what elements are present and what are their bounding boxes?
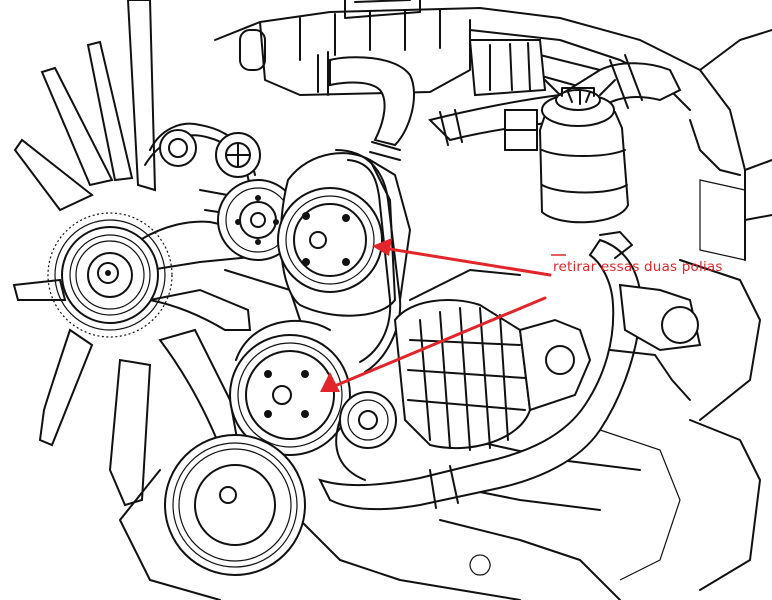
crankshaft-pulley: [119, 434, 306, 600]
annotation-arrows: [320, 238, 566, 392]
fan: [12, 0, 274, 507]
alternator: [393, 269, 592, 451]
fan-clutch: [47, 212, 173, 338]
upper-hoses: [317, 39, 682, 161]
engine-block: [214, 0, 772, 600]
power-steering-reservoir: [504, 79, 630, 224]
arrow-to-upper-pulley: [375, 245, 552, 277]
tensioner: [335, 391, 397, 481]
coolant-hose: [318, 231, 642, 511]
side-pipe: [609, 283, 702, 401]
lower-pulley: [229, 319, 351, 456]
belts-left: [144, 122, 261, 219]
upper-pulley: [277, 152, 411, 317]
arrow-head-lower: [320, 372, 340, 392]
annotation-label: retirar essas duas polias: [553, 259, 723, 275]
arrow-to-lower-pulley: [323, 296, 547, 392]
arrow-head-upper: [372, 238, 392, 256]
